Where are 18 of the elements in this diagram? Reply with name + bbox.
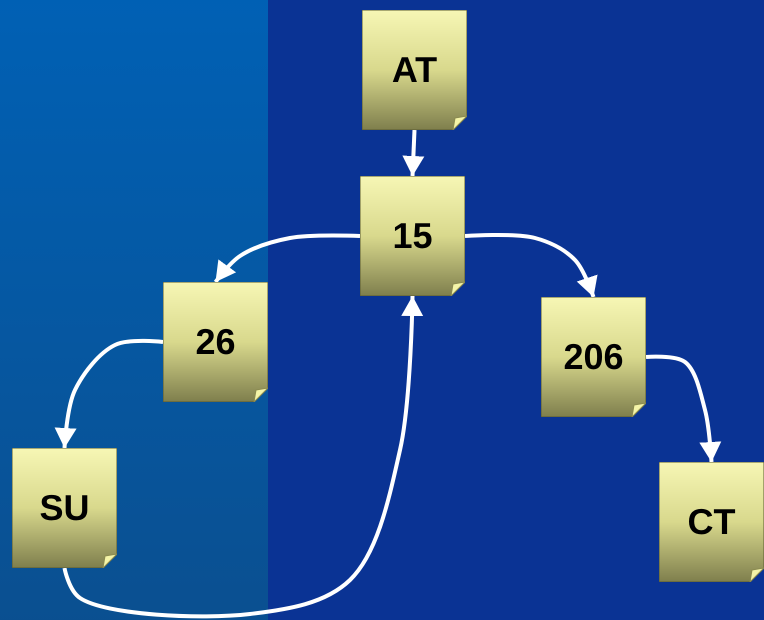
arrow [54, 338, 164, 448]
sticky-note [12, 448, 117, 568]
note-label: 26 [194, 321, 237, 363]
arrow [646, 354, 722, 462]
sticky-note [659, 462, 764, 582]
arrow [402, 130, 424, 176]
note-label: CT [686, 501, 736, 543]
note-label: AT [390, 49, 438, 91]
arrow [464, 232, 598, 298]
sticky-note [362, 10, 467, 130]
sticky-note [541, 297, 646, 417]
sticky-note [360, 176, 465, 296]
sticky-note [163, 282, 268, 402]
note-label: SU [38, 487, 90, 529]
note-label: 15 [391, 215, 434, 257]
arrow [62, 296, 424, 618]
note-label: 206 [562, 336, 625, 378]
arrow [214, 234, 360, 284]
